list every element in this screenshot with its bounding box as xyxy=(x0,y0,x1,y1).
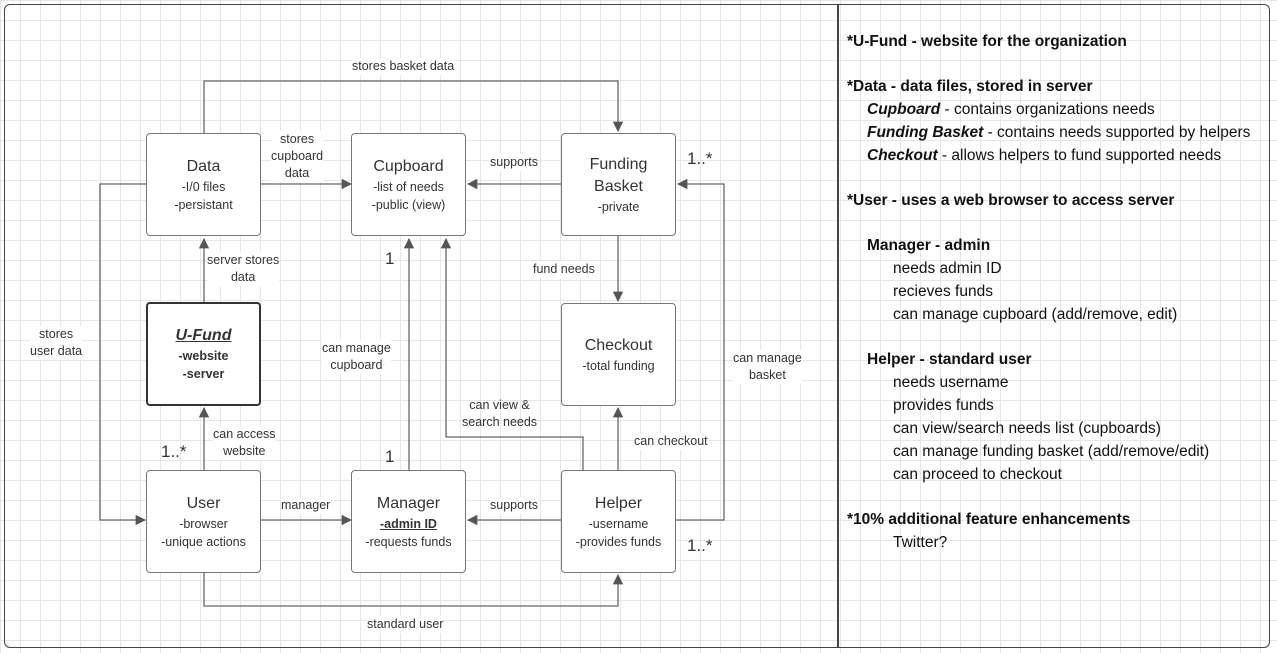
label-view-search: can view &search needs xyxy=(462,398,538,429)
label-stores-basket: stores basket data xyxy=(352,58,455,75)
funding-basket-node[interactable]: Funding Basket -private xyxy=(561,133,676,236)
node-title: Cupboard xyxy=(373,157,444,175)
notes-enhancement-item: Twitter? xyxy=(893,534,948,551)
node-title: U-Fund xyxy=(175,327,232,344)
edge-stores-user xyxy=(99,183,147,526)
edge-view-search xyxy=(440,237,584,470)
notes-data-heading: *Data - data files, stored in server xyxy=(847,78,1093,95)
multiplicity-funding: 1..* xyxy=(687,149,713,168)
label-fund-needs: fund needs xyxy=(533,261,595,278)
helper-node[interactable]: Helper -username -provides funds xyxy=(561,470,676,573)
data-node[interactable]: Data -I/0 files -persistant xyxy=(146,133,261,236)
notes-manager-heading: Manager - admin xyxy=(867,237,991,254)
manager-node[interactable]: Manager -admin ID -requests funds xyxy=(351,470,466,573)
multiplicity-user: 1..* xyxy=(161,442,187,461)
notes-helper-item: can view/search needs list (cupboards) xyxy=(893,420,1161,437)
notes-helper-item: needs username xyxy=(893,374,1009,391)
edge-manage-basket xyxy=(676,178,725,521)
notes-ufund-heading: *U-Fund - website for the organization xyxy=(847,33,1127,50)
label-supports-manager: supports xyxy=(490,497,538,514)
notes-manager-item: recieves funds xyxy=(893,283,993,300)
notes-helper-item: provides funds xyxy=(893,397,994,414)
node-title: Data xyxy=(186,157,221,175)
cupboard-node[interactable]: Cupboard -list of needs -public (view) xyxy=(351,133,466,236)
notes-helper-heading: Helper - standard user xyxy=(867,351,1032,368)
notes-manager-item: can manage cupboard (add/remove, edit) xyxy=(893,306,1178,323)
label-supports-cupboard: supports xyxy=(490,154,538,171)
multiplicity-cupboard: 1 xyxy=(385,249,395,268)
diagram-frame xyxy=(4,4,1270,648)
user-node[interactable]: User -browser -unique actions xyxy=(146,470,261,573)
edge-stores-basket xyxy=(203,80,624,134)
label-standard-user: standard user xyxy=(367,616,444,633)
notes-enhancements-heading: *10% additional feature enhancements xyxy=(847,511,1131,528)
multiplicity-manager: 1 xyxy=(385,447,395,466)
node-title: Manager xyxy=(376,494,441,512)
notes-helper-item: can manage funding basket (add/remove/ed… xyxy=(893,443,1210,460)
notes-cupboard-line: Cupboard - contains organizations needs xyxy=(867,101,1155,118)
checkout-node[interactable]: Checkout -total funding xyxy=(561,303,676,406)
node-title: Checkout xyxy=(584,336,653,354)
notes-helper-item: can proceed to checkout xyxy=(893,466,1062,483)
multiplicity-helper: 1..* xyxy=(687,536,713,555)
edge-standard-user xyxy=(203,573,624,607)
node-title: Helper xyxy=(594,494,643,512)
notes-manager-item: needs admin ID xyxy=(893,260,1002,277)
node-title: User xyxy=(186,494,221,512)
notes-divider xyxy=(837,4,839,648)
notes-panel: *U-Fund - website for the organization *… xyxy=(847,30,1267,554)
node-title: Funding xyxy=(589,155,648,173)
notes-checkout-line: Checkout - allows helpers to fund suppor… xyxy=(867,147,1222,164)
label-can-checkout: can checkout xyxy=(634,433,708,450)
ufund-node[interactable]: U-Fund -website -server xyxy=(146,302,261,406)
notes-basket-line: Funding Basket - contains needs supporte… xyxy=(867,124,1251,141)
label-manager: manager xyxy=(281,497,331,514)
notes-user-heading: *User - uses a web browser to access ser… xyxy=(847,192,1175,209)
